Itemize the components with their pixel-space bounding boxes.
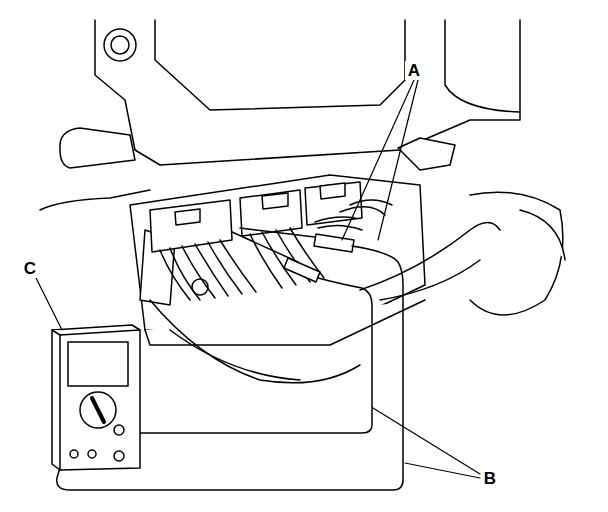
body-panel xyxy=(40,20,565,315)
leader-line xyxy=(36,80,480,478)
callout-letter: A xyxy=(405,61,423,80)
back-probe xyxy=(232,228,354,282)
ecm-unit xyxy=(130,175,425,345)
callout-letter: B xyxy=(481,469,499,488)
callout-letter: C xyxy=(21,259,39,278)
wire-harness xyxy=(150,200,500,383)
multimeter xyxy=(52,325,140,470)
